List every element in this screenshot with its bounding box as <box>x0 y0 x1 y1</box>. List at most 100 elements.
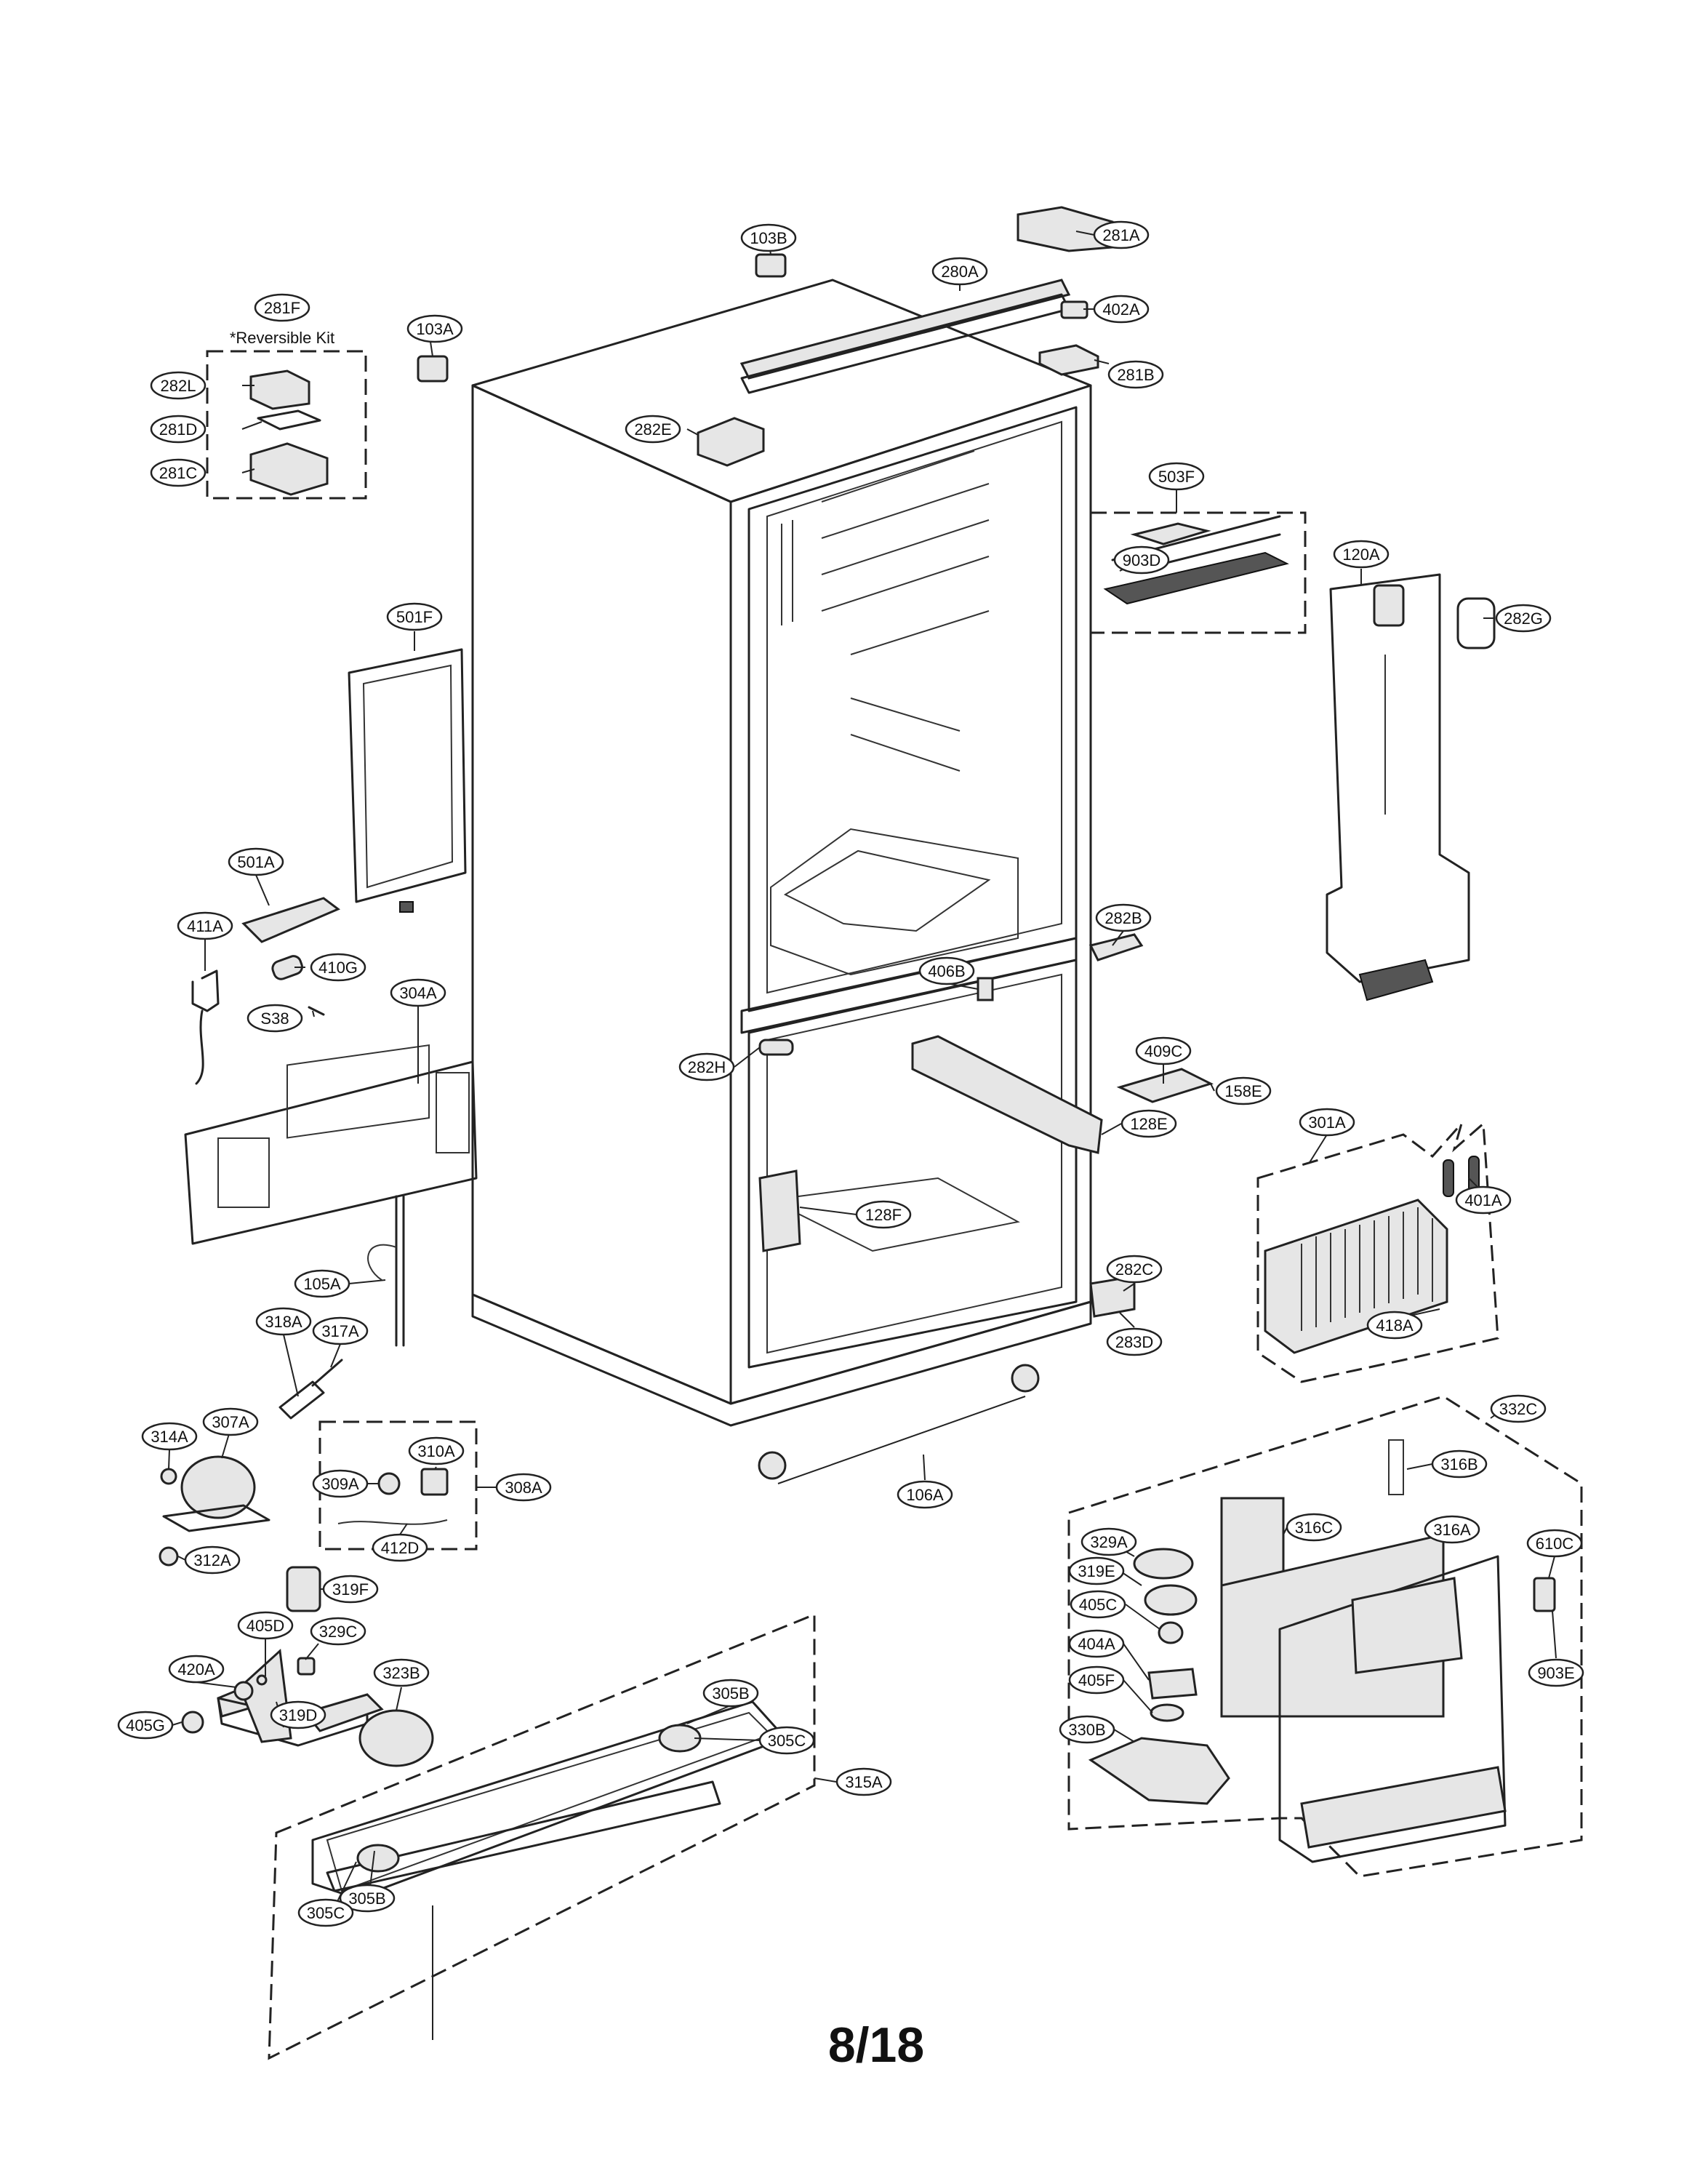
callout-label: 418A <box>1376 1316 1414 1335</box>
callout-128E: 128E <box>1120 1109 1177 1138</box>
refrigerator-cabinet <box>471 279 1092 1427</box>
part-318A <box>278 1380 325 1420</box>
callout-label: 405C <box>1079 1596 1118 1614</box>
power-cord-411A <box>191 969 220 1085</box>
callout-label: 323B <box>382 1664 420 1682</box>
callout-label: 282C <box>1115 1260 1154 1279</box>
page-number: 8/18 <box>828 2017 924 2073</box>
callout-label: 128F <box>865 1206 902 1224</box>
callout-401A: 401A <box>1455 1185 1512 1215</box>
callout-label: 309A <box>321 1475 359 1493</box>
callout-label: 409C <box>1144 1042 1183 1060</box>
leveling-legs-106A <box>758 1364 1040 1484</box>
panel-501F <box>348 648 467 913</box>
callout-label: 106A <box>906 1486 944 1504</box>
callout-315A: 315A <box>835 1767 892 1796</box>
callout-103A: 103A <box>406 314 463 343</box>
callout-label: S38 <box>260 1009 289 1028</box>
callout-323B: 323B <box>373 1658 430 1687</box>
callout-128F: 128F <box>855 1200 912 1229</box>
callout-label: 120A <box>1342 545 1380 564</box>
callout-label: 103A <box>416 320 454 338</box>
callout-305C-bottom: 305C <box>297 1898 354 1927</box>
callout-label: 405G <box>126 1716 165 1735</box>
callout-282C: 282C <box>1106 1255 1163 1284</box>
callout-501F: 501F <box>386 602 443 631</box>
callout-305B-top: 305B <box>702 1679 759 1708</box>
callout-329A: 329A <box>1080 1527 1137 1556</box>
callout-307A: 307A <box>202 1407 259 1436</box>
callout-903D: 903D <box>1113 545 1170 575</box>
callout-label: 330B <box>1068 1721 1105 1739</box>
callout-316A: 316A <box>1424 1515 1480 1544</box>
callout-405F: 405F <box>1068 1665 1125 1695</box>
sensor-406B <box>977 977 994 1001</box>
callout-318A: 318A <box>255 1307 312 1336</box>
callout-329C: 329C <box>310 1617 366 1646</box>
callout-280A: 280A <box>931 257 988 286</box>
drain-tube-105A <box>367 1195 405 1347</box>
board-501A <box>241 897 340 943</box>
callout-281A: 281A <box>1093 220 1150 249</box>
back-cover-304A <box>184 1044 478 1245</box>
callout-label: 282B <box>1104 909 1142 927</box>
part-317A <box>311 1359 343 1387</box>
callout-281F: 281F <box>254 293 310 322</box>
callout-label: 501A <box>237 853 275 871</box>
hinge-cap-282E <box>697 417 765 467</box>
callout-310A: 310A <box>408 1436 465 1465</box>
callout-label: 301A <box>1308 1113 1346 1132</box>
callout-282H: 282H <box>678 1052 735 1081</box>
shelf-rails <box>781 450 990 772</box>
callout-283D: 283D <box>1106 1327 1163 1356</box>
air-duct-120A <box>1326 573 1470 1001</box>
callout-903E: 903E <box>1528 1658 1584 1687</box>
screw-S38 <box>308 1006 325 1016</box>
callout-319E: 319E <box>1068 1556 1125 1585</box>
callout-120A: 120A <box>1333 540 1390 569</box>
callout-405C: 405C <box>1070 1590 1126 1619</box>
callout-610C: 610C <box>1526 1529 1583 1558</box>
callout-label: 308A <box>505 1479 542 1497</box>
rail-128F <box>758 1169 801 1252</box>
callout-312A: 312A <box>184 1545 241 1575</box>
callout-317A: 317A <box>312 1316 369 1345</box>
top-hinge-cover-280A <box>739 279 1071 394</box>
callout-label: 316A <box>1433 1521 1471 1539</box>
callout-label: 305B <box>348 1889 385 1908</box>
callout-label: 281D <box>159 420 198 439</box>
callout-label: 903D <box>1123 551 1161 569</box>
callout-label: 281B <box>1117 366 1154 384</box>
callout-103B: 103B <box>740 223 797 252</box>
callout-411A: 411A <box>177 911 233 940</box>
callout-316B: 316B <box>1431 1449 1488 1479</box>
reversible-kit-note: *Reversible Kit <box>230 329 334 347</box>
callout-label: 316B <box>1440 1455 1478 1473</box>
callout-158E: 158E <box>1215 1076 1272 1105</box>
callout-label: 305C <box>768 1732 806 1750</box>
callout-319F: 319F <box>322 1575 379 1604</box>
callout-405G: 405G <box>117 1711 174 1740</box>
callout-bubbles: 103B 281A 280A 402A 281F 103A 281B 282L … <box>117 220 1584 1927</box>
callout-label: 319E <box>1078 1562 1115 1580</box>
callout-label: 307A <box>212 1413 249 1431</box>
callout-281B: 281B <box>1107 360 1164 389</box>
callout-S38: S38 <box>246 1004 303 1033</box>
callout-label: 332C <box>1499 1400 1538 1418</box>
callout-418A: 418A <box>1366 1311 1423 1340</box>
callout-label: 411A <box>187 917 223 935</box>
callout-label: 310A <box>417 1442 455 1460</box>
callout-label: 103B <box>750 229 787 247</box>
hinge-282H <box>758 1039 794 1056</box>
callout-402A: 402A <box>1093 295 1150 324</box>
bracket-103B <box>755 253 787 278</box>
callout-label: 304A <box>399 984 437 1002</box>
callout-label: 329A <box>1090 1533 1128 1551</box>
callout-282L: 282L <box>150 371 207 400</box>
callout-406B: 406B <box>918 956 975 985</box>
gasket-282G <box>1456 597 1496 649</box>
fan-cover-group-332C <box>1067 1395 1583 1878</box>
callout-label: 282G <box>1504 609 1543 628</box>
callout-label: 305B <box>712 1684 749 1703</box>
